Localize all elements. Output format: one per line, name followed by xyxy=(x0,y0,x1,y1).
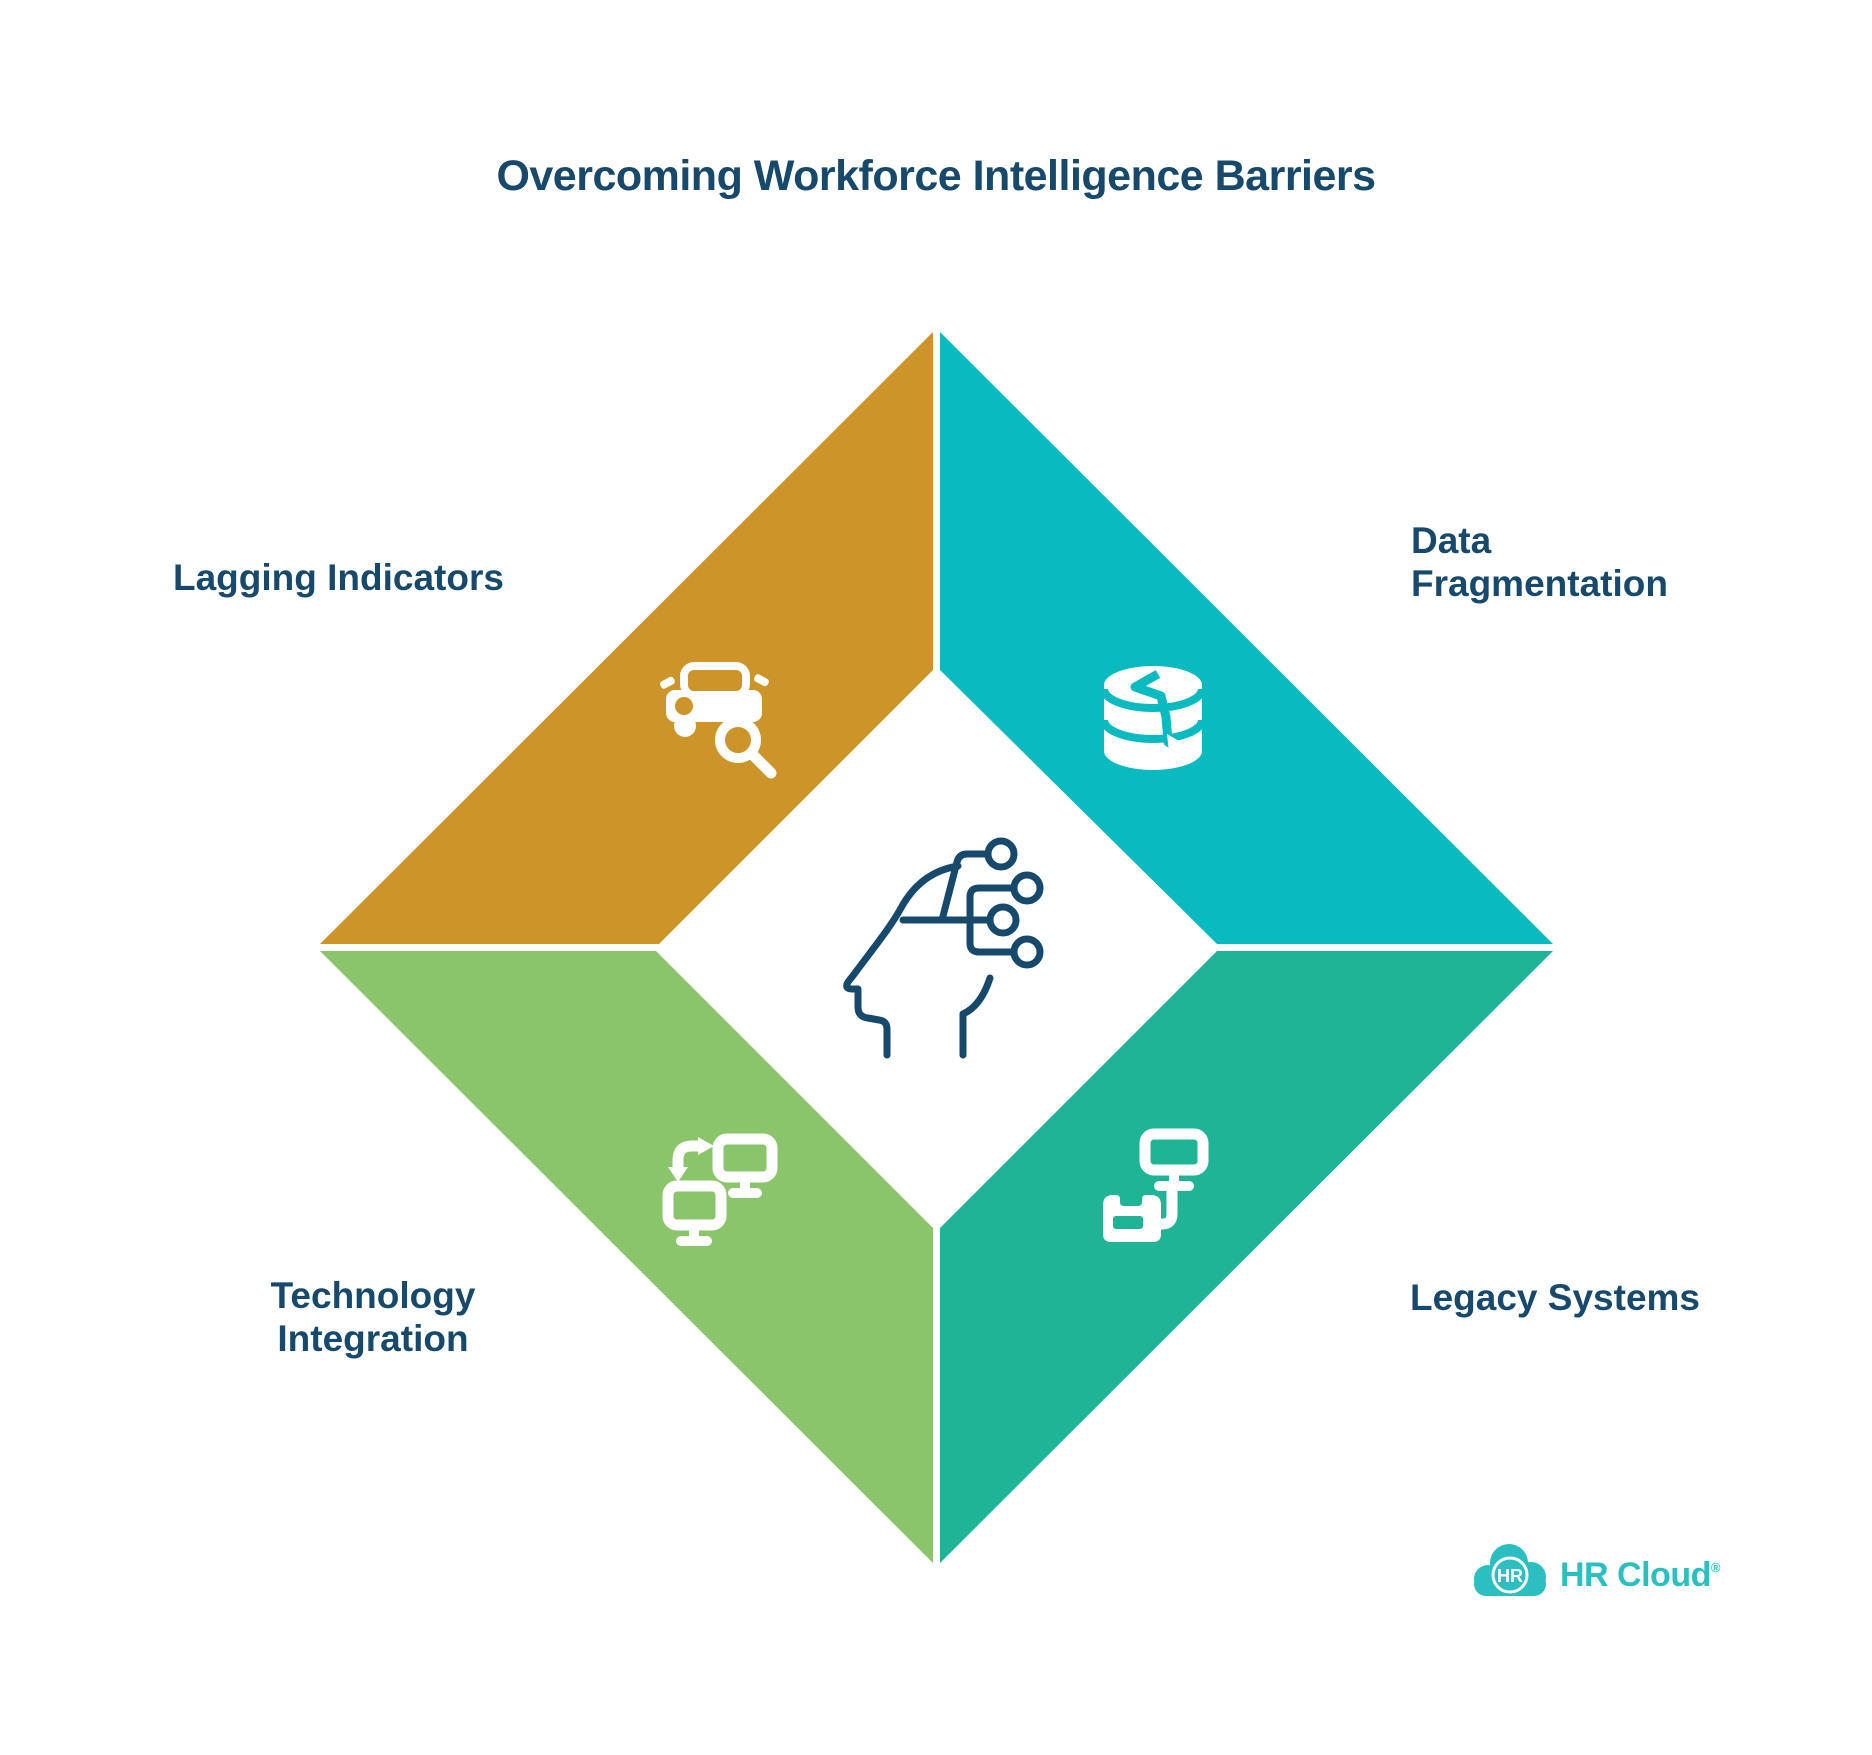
legacy-machine-slot xyxy=(1113,1216,1143,1229)
legacy-monitor-stand xyxy=(1154,1168,1194,1191)
circuit-branch-upper xyxy=(966,884,1018,924)
hr-cloud-logo-mark: HR xyxy=(1474,1544,1546,1596)
label-lagging-indicators: Lagging Indicators xyxy=(173,557,504,598)
label-data-fragmentation: Data Fragmentation xyxy=(1411,520,1668,604)
circuit-node xyxy=(984,837,1018,871)
legacy-cable xyxy=(1149,1186,1178,1230)
sync-arrowhead-down xyxy=(668,1167,688,1182)
magnifier-handle xyxy=(747,749,777,779)
segment-legacy-systems xyxy=(940,951,1553,1563)
car-left-mirror xyxy=(659,676,675,689)
magnifier-lens xyxy=(715,717,761,763)
sync-arrow-arc xyxy=(672,1140,704,1178)
registered-mark: ® xyxy=(1710,1560,1721,1575)
label-legacy-systems: Legacy Systems xyxy=(1410,1277,1701,1318)
legacy-computer-icon xyxy=(1103,1128,1209,1242)
segment-data-fragmentation xyxy=(940,332,1553,944)
car-wheel xyxy=(674,715,696,737)
sync-computers-icon xyxy=(662,1133,778,1246)
circuit-node xyxy=(1010,871,1044,905)
ai-head-icon xyxy=(843,837,1044,1059)
fragmented-database-icon xyxy=(1100,666,1206,770)
circuit-node xyxy=(986,903,1020,937)
hr-cloud-logo-text: HR Cloud® xyxy=(1560,1556,1720,1595)
car-right-mirror xyxy=(753,674,769,687)
car-body xyxy=(666,690,762,722)
circuit-branch-lower xyxy=(966,916,1018,956)
segment-lagging-indicators xyxy=(320,332,933,944)
page-title: Overcoming Workforce Intelligence Barrie… xyxy=(496,152,1376,200)
crack-arrowhead xyxy=(1167,734,1191,761)
logo-badge-ring xyxy=(1491,1556,1529,1594)
logo-badge-text: HR xyxy=(1497,1566,1523,1586)
car-window xyxy=(688,670,742,691)
segment-technology-integration xyxy=(320,951,933,1563)
head-profile xyxy=(843,862,962,1059)
car-search-icon xyxy=(659,662,777,779)
monitor-stands xyxy=(676,1175,762,1246)
label-technology-integration: Technology Integration xyxy=(270,1275,476,1359)
car-headlight xyxy=(675,697,693,715)
head-neck-back xyxy=(959,974,994,1059)
circuit-branch-top xyxy=(938,850,992,924)
brand-text: HR Cloud xyxy=(1560,1556,1711,1594)
database-band-lines xyxy=(1100,688,1206,743)
circuit-node xyxy=(1010,935,1044,969)
sync-arrowhead-right xyxy=(698,1137,714,1155)
